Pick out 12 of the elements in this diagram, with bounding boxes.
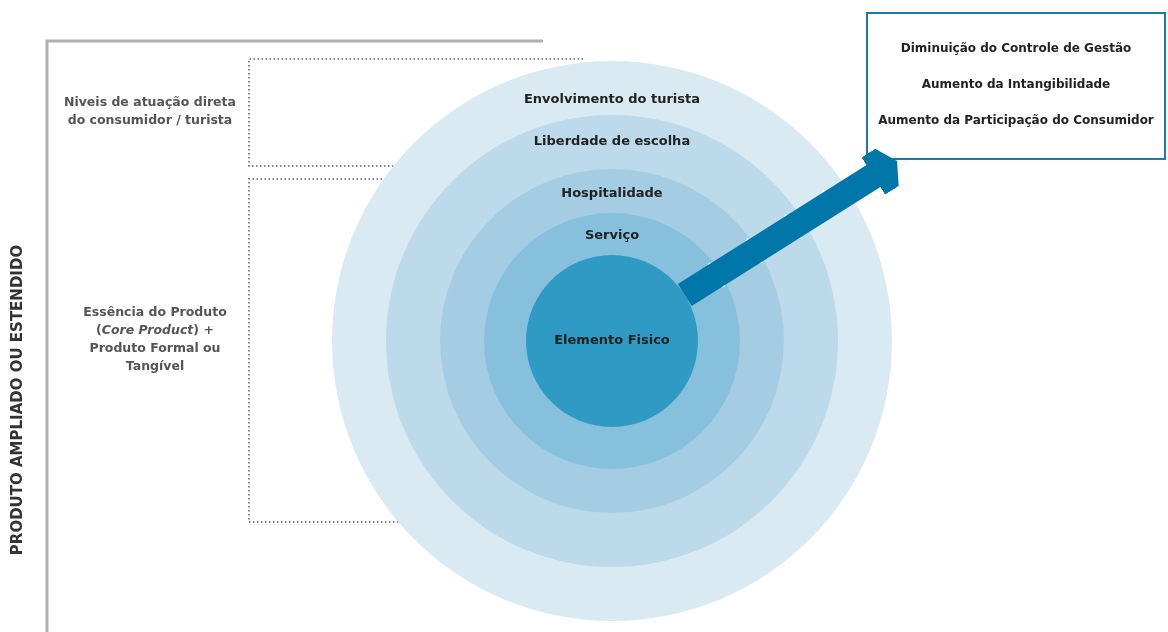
ring-label: Serviço	[584, 227, 640, 242]
ring-label: Liberdade de escolha	[533, 133, 691, 148]
side-label: Essência do Produto (Core Product) + Produto Formal ou Tangível	[82, 303, 228, 376]
ring-label: Envolvimento do turista	[523, 91, 700, 106]
box-text: Aumento da Intangibilidade	[921, 77, 1111, 91]
axis-label: PRODUTO AMPLIADO OU ESTENDIDO	[7, 244, 28, 556]
box-text: Aumento da Participação do Consumidor	[878, 113, 1154, 127]
side-label: Niveis de atuação direta do consumidor / turista	[62, 93, 237, 130]
ring-label: Elemento Fisico	[554, 332, 670, 347]
text-box	[866, 12, 1166, 160]
box-text: Diminuição do Controle de Gestão	[900, 41, 1132, 55]
ring-label: Hospitalidade	[561, 185, 663, 200]
